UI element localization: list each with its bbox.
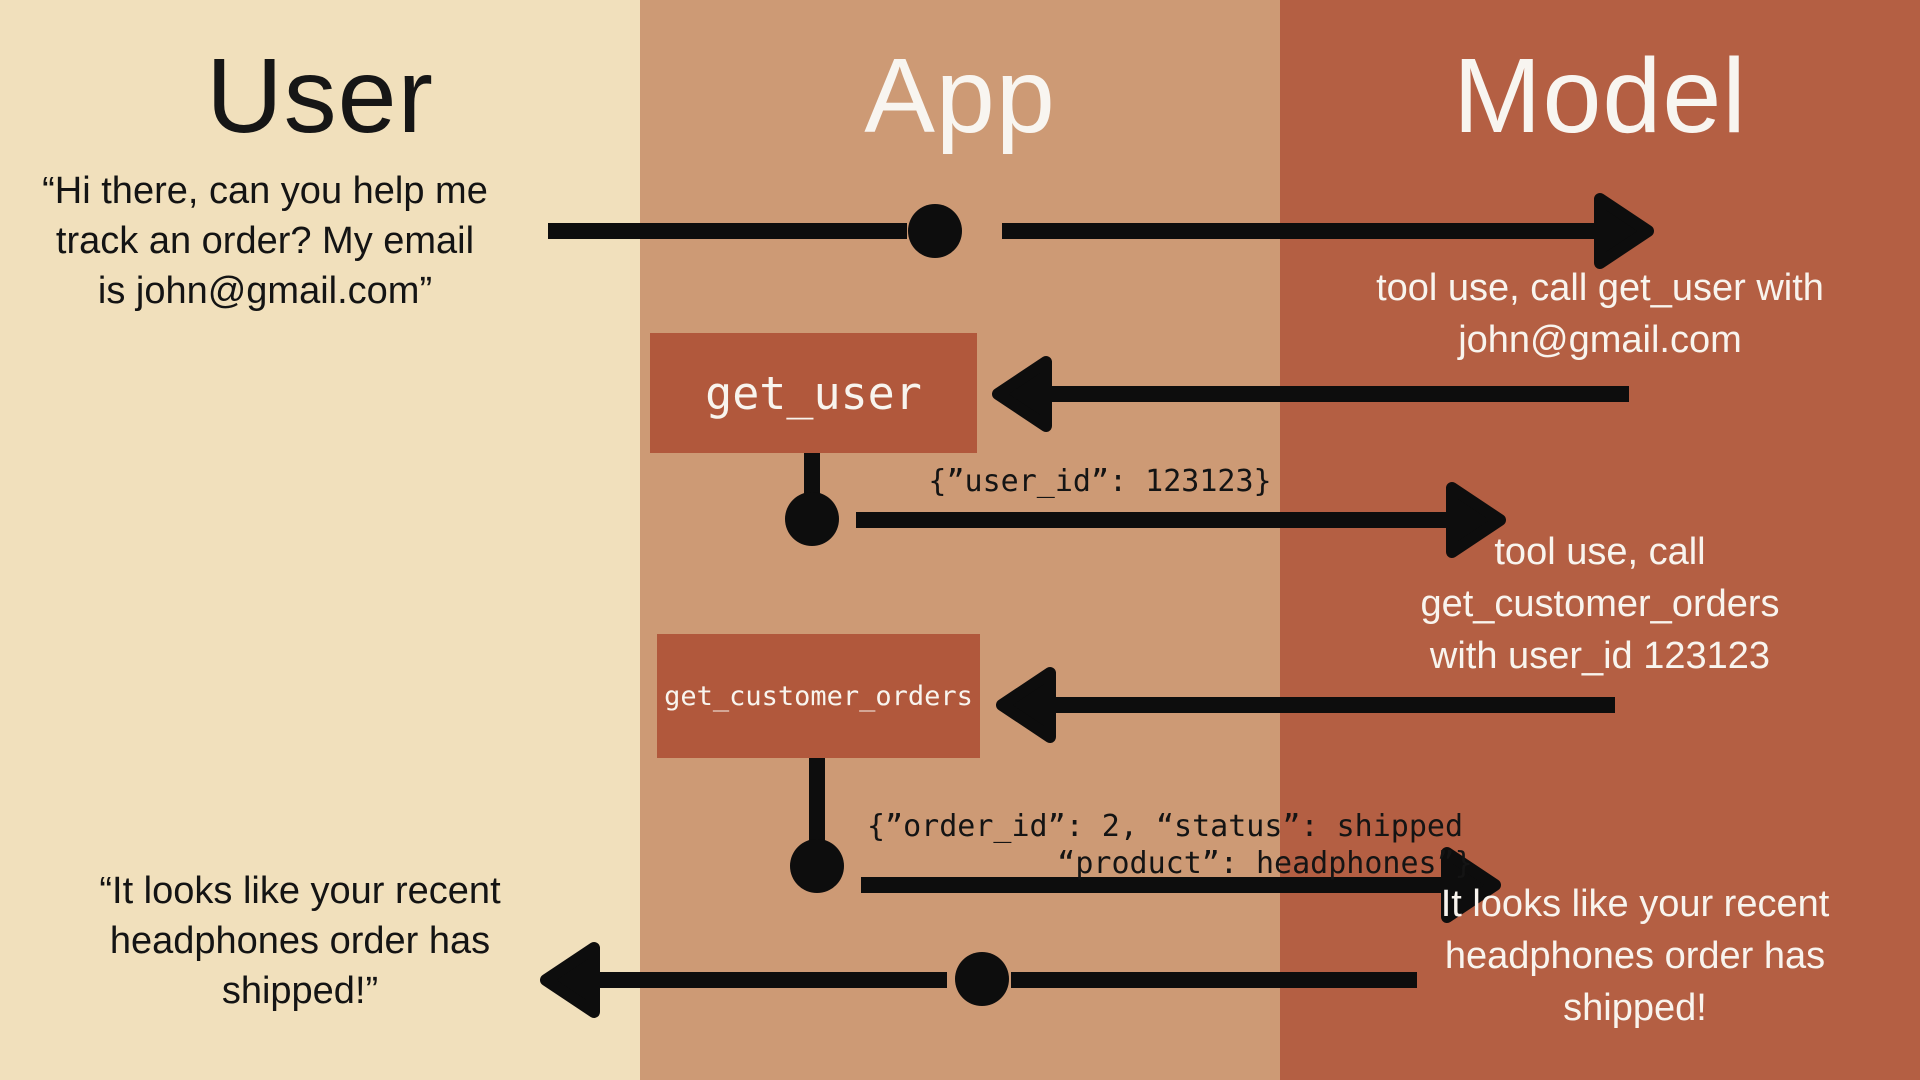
lane-title-user: User [206,37,434,155]
arrowhead-left-icon-1 [992,356,1052,432]
tool-result-dot-1 [785,492,839,546]
arrowhead-right-icon-2 [1446,482,1506,558]
arrowhead-right-icon-1 [1594,193,1654,269]
tool-box-get-customer-orders-label: get_customer_orders [664,680,973,712]
user-final-message: “It looks like your recent headphones or… [99,870,501,1012]
tool-result-2-line2: “product”: headphones”} [1057,846,1473,881]
app-relay-dot-1 [908,204,962,258]
model-final-response: It looks like your recent headphones ord… [1440,883,1830,1029]
lane-app: App [640,0,1280,1080]
lane-user: User [0,0,640,1080]
app-relay-dot-2 [955,952,1009,1006]
tool-box-get-user: get_user [650,333,977,453]
model-tool-call-annotation-2: tool use, call get_customer_orders with … [1420,531,1780,677]
tool-result-2-label: {”order_id”: 2, “status”: shipped “produ… [865,771,1473,919]
tool-result-dot-2 [790,839,844,893]
arrowhead-right-icon-3 [1441,847,1501,923]
tool-result-2-line1: {”order_id”: 2, “status”: shipped [866,809,1464,844]
user-message: “Hi there, can you help me track an orde… [42,170,488,312]
tool-box-get-customer-orders: get_customer_orders [657,634,980,758]
tool-box-get-user-label: get_user [705,366,922,420]
model-tool-call-annotation-1: tool use, call get_user with john@gmail.… [1376,267,1824,361]
lane-title-model: Model [1453,37,1747,155]
lane-model: Model [1280,0,1920,1080]
lane-title-app: App [864,37,1056,155]
arrowhead-left-icon-3 [540,942,600,1018]
arrowhead-left-icon-2 [996,667,1056,743]
tool-result-1-label: {”user_id”: 123123} [928,464,1272,499]
